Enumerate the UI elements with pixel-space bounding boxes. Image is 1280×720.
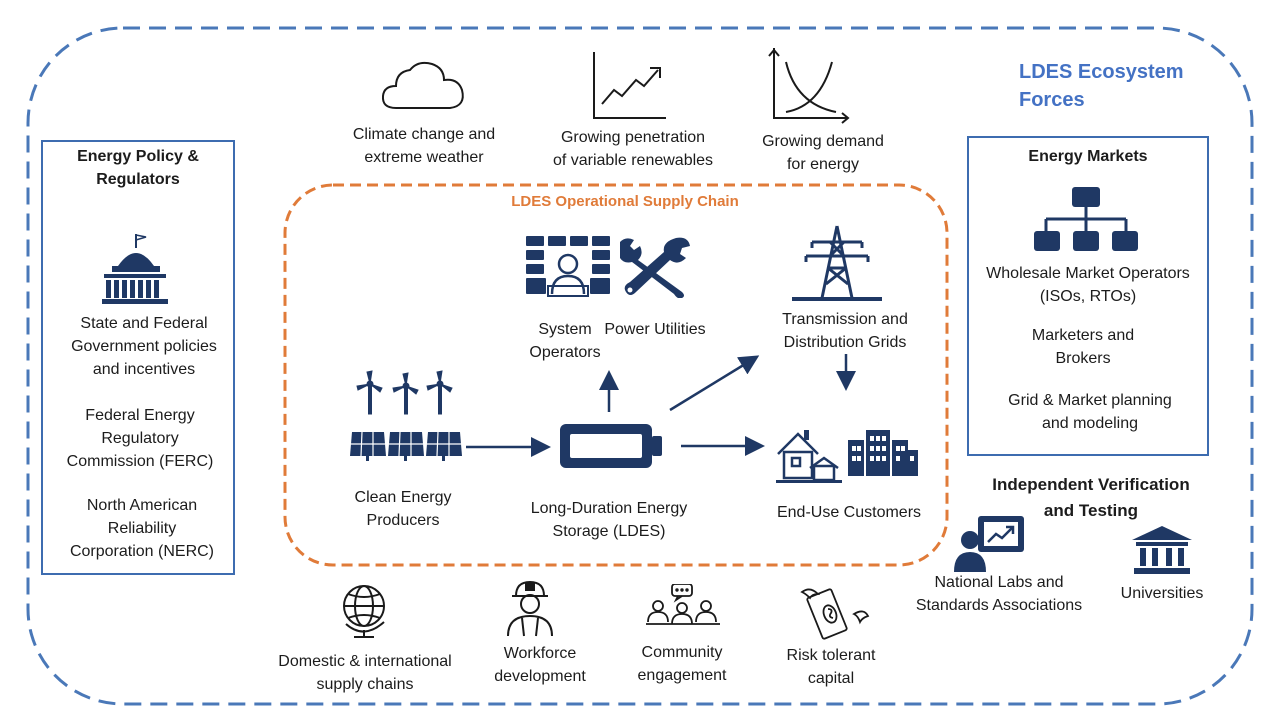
capitol-icon bbox=[102, 234, 168, 304]
customers-label: End-Use Customers bbox=[776, 504, 922, 521]
presenter-icon bbox=[954, 516, 1024, 572]
ecosystem-title: LDES Ecosystem Forces bbox=[1019, 61, 1184, 111]
supply-chain-boundary bbox=[283, 183, 949, 567]
house-icon bbox=[776, 430, 842, 483]
globe-icon bbox=[343, 585, 385, 638]
markets-panel-title: Energy Markets bbox=[1028, 148, 1148, 165]
wind-turbines-icon bbox=[356, 370, 453, 415]
force-community: Community engagement bbox=[637, 644, 727, 684]
force-renewables: Growing penetration of variable renewabl… bbox=[552, 129, 714, 169]
policy-item-nerc: North American Reliability Corporation (… bbox=[69, 497, 215, 560]
battery-icon bbox=[560, 424, 662, 468]
community-icon bbox=[646, 584, 720, 625]
producers-label: Clean Energy Producers bbox=[354, 489, 452, 529]
policy-panel-title: Energy Policy & Regulators bbox=[77, 148, 199, 188]
universities-label: Universities bbox=[1120, 585, 1204, 602]
university-icon bbox=[1132, 526, 1192, 574]
force-workforce: Workforce development bbox=[494, 645, 586, 685]
cloud-icon bbox=[381, 61, 464, 109]
org-chart-icon bbox=[1034, 187, 1138, 251]
policy-item-ferc: Federal Energy Regulatory Commission (FE… bbox=[66, 407, 214, 470]
policy-item-government: State and Federal Government policies an… bbox=[71, 315, 217, 378]
system-operators-label: System Operators bbox=[529, 321, 601, 361]
transmission-tower-icon bbox=[792, 225, 882, 301]
policy-panel bbox=[41, 140, 235, 575]
solar-panels-icon bbox=[350, 431, 462, 461]
markets-item-wholesale: Wholesale Market Operators (ISOs, RTOs) bbox=[986, 265, 1190, 305]
flying-money-icon bbox=[800, 588, 870, 640]
arrow-ldes-to-grids bbox=[669, 355, 760, 412]
markets-item-brokers: Marketers and Brokers bbox=[1031, 327, 1135, 367]
tools-icon bbox=[620, 237, 690, 298]
transmission-label: Transmission and Distribution Grids bbox=[782, 311, 908, 351]
force-capital: Risk tolerant capital bbox=[786, 647, 876, 687]
control-room-icon bbox=[526, 236, 610, 297]
force-energy-demand: Growing demand for energy bbox=[762, 133, 884, 173]
demand-curve-icon bbox=[768, 48, 850, 124]
national-labs-label: National Labs and Standards Associations bbox=[915, 574, 1083, 614]
force-climate-change: Climate change and extreme weather bbox=[352, 126, 496, 166]
supply-chain-title: LDES Operational Supply Chain bbox=[511, 193, 739, 210]
worker-icon bbox=[507, 580, 553, 637]
markets-item-planning: Grid & Market planning and modeling bbox=[1008, 392, 1172, 432]
factory-icon bbox=[848, 430, 918, 476]
force-supply-chains: Domestic & international supply chains bbox=[278, 653, 452, 693]
growth-chart-icon bbox=[593, 52, 666, 119]
ldes-label: Long-Duration Energy Storage (LDES) bbox=[530, 500, 688, 540]
power-utilities-label: Power Utilities bbox=[604, 321, 706, 338]
verification-title: Independent Verification and Testing bbox=[992, 475, 1190, 520]
